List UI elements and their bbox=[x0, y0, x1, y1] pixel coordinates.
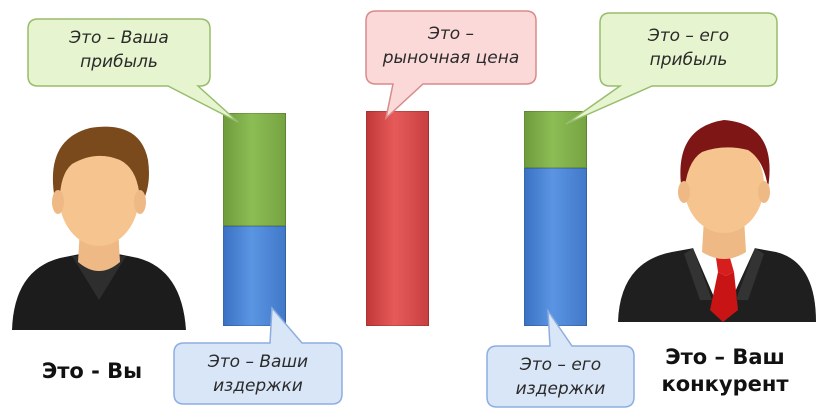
his-profit-callout-text: Это – его прибыль bbox=[647, 26, 730, 70]
his-profit-bar bbox=[524, 111, 587, 168]
his-profit-callout bbox=[565, 12, 778, 125]
market-price-callout-text: Это – рыночная цена bbox=[382, 24, 520, 68]
you-caption: Это - Вы bbox=[41, 359, 143, 383]
his-costs-bar bbox=[524, 168, 587, 326]
his-costs-callout-text: Это – его издержки bbox=[515, 355, 606, 399]
market-price-callout bbox=[365, 10, 537, 121]
your-costs-bar bbox=[223, 226, 286, 326]
competitor-caption: Это – Ваш конкурент bbox=[661, 345, 789, 396]
businessman-icon bbox=[618, 120, 816, 322]
your-profit-callout bbox=[27, 18, 239, 123]
your-costs-callout bbox=[173, 306, 343, 405]
market-price-bar bbox=[366, 111, 429, 326]
your-costs-callout-text: Это – Ваши издержки bbox=[207, 352, 309, 396]
his-costs-callout bbox=[486, 308, 635, 408]
person-icon bbox=[12, 126, 186, 330]
your-profit-callout-text: Это – Ваша прибыль bbox=[69, 28, 169, 72]
your-profit-bar bbox=[223, 113, 286, 226]
